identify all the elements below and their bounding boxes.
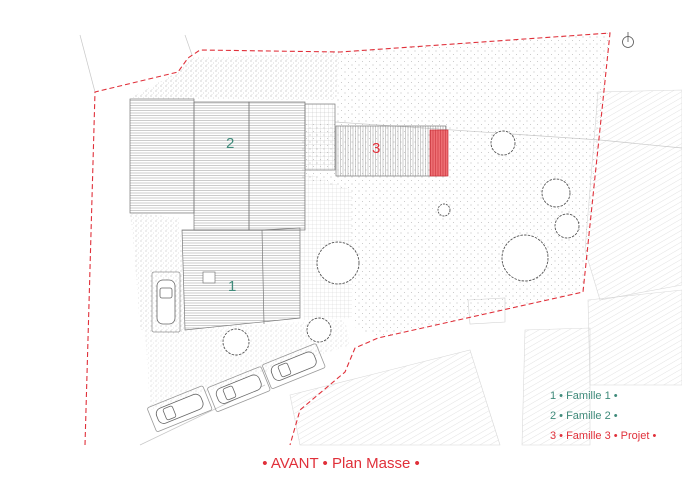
parked-cars	[147, 271, 326, 432]
tree	[222, 328, 250, 356]
context-buildings	[289, 89, 682, 446]
tree	[316, 241, 360, 285]
tree	[501, 234, 549, 282]
project-extension	[429, 129, 449, 177]
legend-item-famille-1: 1 • Famille 1 •	[550, 390, 618, 402]
tree	[490, 130, 516, 156]
building-famille-3	[335, 125, 449, 177]
north-arrow-circle-icon	[622, 32, 634, 48]
trees	[222, 130, 580, 356]
tree	[437, 203, 451, 217]
legend-item-famille-3: 3 • Famille 3 • Projet •	[550, 430, 657, 442]
zone-label-1: 1	[228, 278, 236, 295]
site-boundary	[84, 32, 611, 446]
tree	[306, 317, 332, 343]
building-famille-1	[181, 227, 301, 331]
zone-label-2: 2	[226, 135, 234, 152]
legend: 1 • Famille 1 • 2 • Famille 2 • 3 • Fami…	[550, 386, 680, 446]
tree	[554, 213, 580, 239]
legend-item-famille-2: 2 • Famille 2 •	[550, 410, 618, 422]
zone-label-3: 3	[372, 140, 380, 157]
tree	[541, 178, 571, 208]
building-famille-2	[129, 98, 336, 231]
plan-caption: • AVANT • Plan Masse •	[262, 455, 420, 472]
